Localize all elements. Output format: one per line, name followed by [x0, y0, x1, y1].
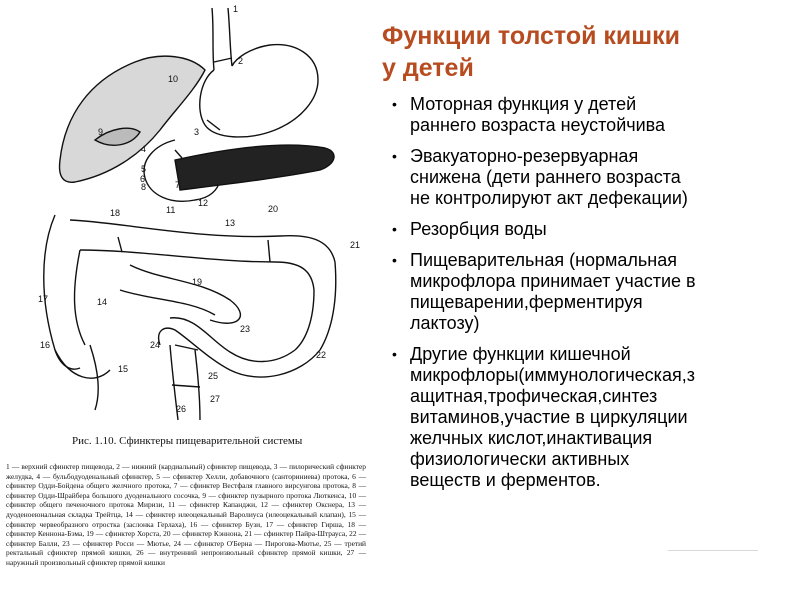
- bullet-line: ащитная,трофическая,синтез: [410, 386, 658, 406]
- bullet-line: Пищеварительная (нормальная: [410, 250, 678, 270]
- slide-title: Функции толстой кишки у детей: [382, 20, 762, 84]
- bullet-dot-icon: •: [392, 346, 397, 362]
- label-2: 2: [238, 56, 243, 66]
- bullet-line: пищеварении,ферментируя: [410, 292, 643, 312]
- bullet-line: Эвакуаторно-резервуарная: [410, 146, 639, 166]
- label-13: 13: [225, 218, 235, 228]
- bullet-line: витаминов,участие в циркуляции: [410, 407, 688, 427]
- label-21: 21: [350, 240, 360, 250]
- colon-transverse: [69, 219, 336, 291]
- figure-caption: Рис. 1.10. Сфинктеры пищеварительной сис…: [72, 435, 303, 447]
- label-1: 1: [233, 4, 238, 14]
- label-8: 8: [141, 182, 146, 192]
- label-24: 24: [150, 340, 160, 350]
- bullet-dot-icon: •: [392, 96, 397, 112]
- bullet-item-water: • Резорбция воды: [390, 219, 798, 240]
- anatomy-figure: 1 2 3 4 5 6 7 8 9 10 11 12 13 14 15 16 1…: [0, 0, 375, 600]
- label-26: 26: [176, 404, 186, 414]
- label-5: 5: [141, 164, 146, 174]
- title-line: у детей: [382, 54, 474, 82]
- figure-legend: 1 — верхний сфинктер пищевода, 2 — нижни…: [6, 462, 366, 567]
- bullet-dot-icon: •: [392, 148, 397, 164]
- label-9: 9: [98, 127, 103, 137]
- bullet-line: раннего возраста неустойчива: [410, 115, 666, 135]
- bullet-line: микрофлора принимает участие в: [410, 271, 696, 291]
- esophagus-outline: [211, 7, 233, 71]
- liver-shape: [58, 55, 206, 183]
- duodenum-outline: [143, 139, 221, 202]
- bullet-item-digestive: • Пищеварительная (нормальная микрофлора…: [390, 250, 798, 334]
- bullet-line: не контролируют акт дефекации): [410, 188, 688, 208]
- colon-ascending: [43, 214, 86, 370]
- label-17: 17: [38, 294, 48, 304]
- figure-number-labels: 1 2 3 4 5 6 7 8 9 10 11 12 13 14 15 16 1…: [38, 4, 360, 414]
- title-line: Функции толстой кишки: [382, 22, 681, 50]
- label-19: 19: [192, 277, 202, 287]
- stomach-outline: [199, 43, 319, 138]
- bullet-list: • Моторная функция у детей раннего возра…: [390, 94, 798, 501]
- label-20: 20: [268, 204, 278, 214]
- label-12: 12: [198, 198, 208, 208]
- label-11: 11: [166, 205, 175, 215]
- bullet-line: веществ и ферментов.: [410, 470, 601, 490]
- label-15: 15: [118, 364, 128, 374]
- label-7: 7: [175, 180, 180, 190]
- bullet-line: микрофлоры(иммунологическая,з: [410, 365, 695, 385]
- label-10: 10: [168, 74, 178, 84]
- label-25: 25: [208, 371, 218, 381]
- bullet-line: Резорбция воды: [410, 219, 547, 239]
- bullet-dot-icon: •: [392, 221, 397, 237]
- bullet-line: лактозу): [410, 313, 480, 333]
- bullet-line: Другие функции кишечной: [410, 344, 631, 364]
- label-4: 4: [141, 144, 146, 154]
- label-14: 14: [97, 297, 107, 307]
- label-16: 16: [40, 340, 50, 350]
- bullet-item-other: • Другие функции кишечной микрофлоры(имм…: [390, 344, 798, 491]
- bullet-line: Моторная функция у детей: [410, 94, 637, 114]
- bullet-line: желчных кислот,инактивация: [410, 428, 653, 448]
- label-27: 27: [210, 394, 220, 404]
- label-23: 23: [240, 324, 250, 334]
- bullet-dot-icon: •: [392, 252, 397, 268]
- bullet-item-evacuation: • Эвакуаторно-резервуарная снижена (дети…: [390, 146, 798, 209]
- label-6: 6: [140, 174, 145, 184]
- label-22: 22: [316, 350, 326, 360]
- label-3: 3: [194, 127, 199, 137]
- bullet-line: снижена (дети раннего возраста: [410, 167, 681, 187]
- bullet-line: физиологически активных: [410, 449, 630, 469]
- digestive-sphincters-illustration: 1 2 3 4 5 6 7 8 9 10 11 12 13 14 15 16 1…: [38, 4, 360, 421]
- label-18: 18: [110, 208, 120, 218]
- bullet-item-motor: • Моторная функция у детей раннего возра…: [390, 94, 798, 136]
- pancreas-shape: [174, 144, 335, 191]
- watermark-divider: [668, 550, 758, 551]
